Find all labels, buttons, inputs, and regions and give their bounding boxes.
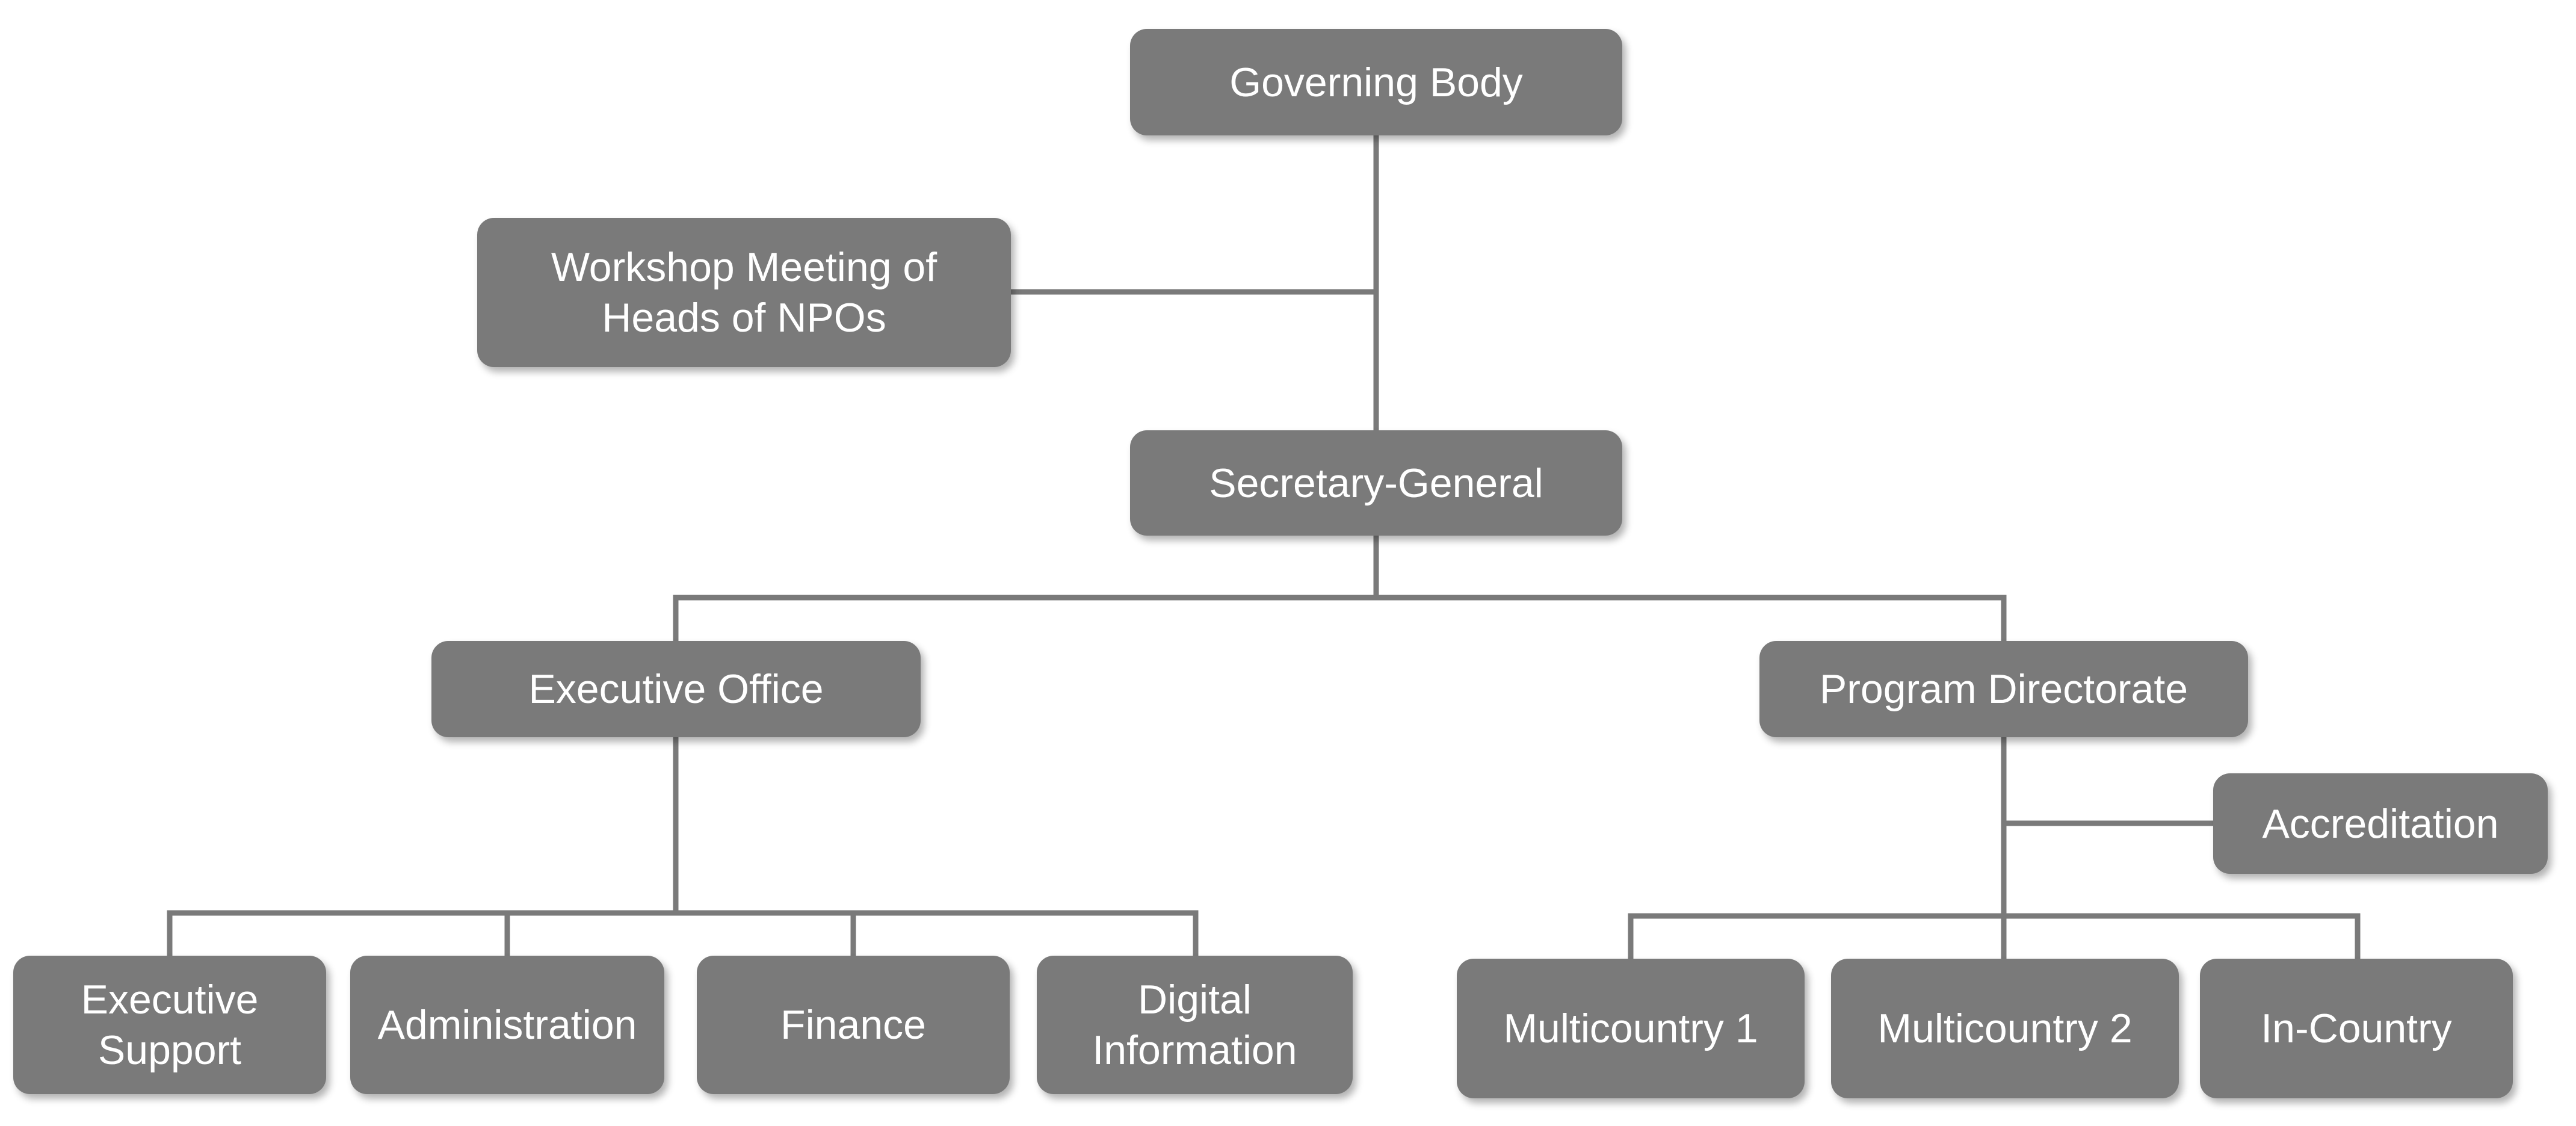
- node-label: Finance: [780, 1002, 926, 1048]
- node-digital-information: Digital Information: [1037, 956, 1353, 1094]
- node-label: Program Directorate: [1819, 666, 2188, 712]
- node-program-directorate: Program Directorate: [1759, 641, 2248, 737]
- node-label: Secretary-General: [1209, 460, 1543, 506]
- node-label-line-2: Support: [97, 1027, 242, 1073]
- node-label: Accreditation: [2262, 800, 2499, 847]
- node-executive-support: Executive Support: [13, 956, 326, 1094]
- node-label-line-1: Digital: [1138, 977, 1252, 1022]
- node-label-line-1: Executive: [81, 977, 259, 1022]
- node-label: Executive Office: [528, 666, 824, 712]
- node-governing-body: Governing Body: [1130, 29, 1622, 135]
- node-finance: Finance: [697, 956, 1010, 1094]
- node-label-line-2: Information: [1092, 1027, 1297, 1073]
- node-label: Multicountry 2: [1877, 1006, 2133, 1051]
- node-workshop-meeting: Workshop Meeting of Heads of NPOs: [477, 218, 1011, 367]
- node-label: Governing Body: [1229, 59, 1523, 105]
- node-label: Administration: [377, 1002, 637, 1048]
- node-label: In-Country: [2261, 1006, 2452, 1051]
- node-executive-office: Executive Office: [431, 641, 921, 737]
- node-accreditation: Accreditation: [2213, 773, 2548, 874]
- node-label-line-2: Heads of NPOs: [602, 295, 886, 341]
- node-label: Multicountry 1: [1503, 1006, 1758, 1051]
- node-secretary-general: Secretary-General: [1130, 430, 1622, 536]
- node-administration: Administration: [350, 956, 664, 1094]
- node-multicountry-2: Multicountry 2: [1831, 959, 2179, 1098]
- node-in-country: In-Country: [2200, 959, 2513, 1098]
- node-multicountry-1: Multicountry 1: [1457, 959, 1805, 1098]
- node-label-line-1: Workshop Meeting of: [551, 244, 937, 290]
